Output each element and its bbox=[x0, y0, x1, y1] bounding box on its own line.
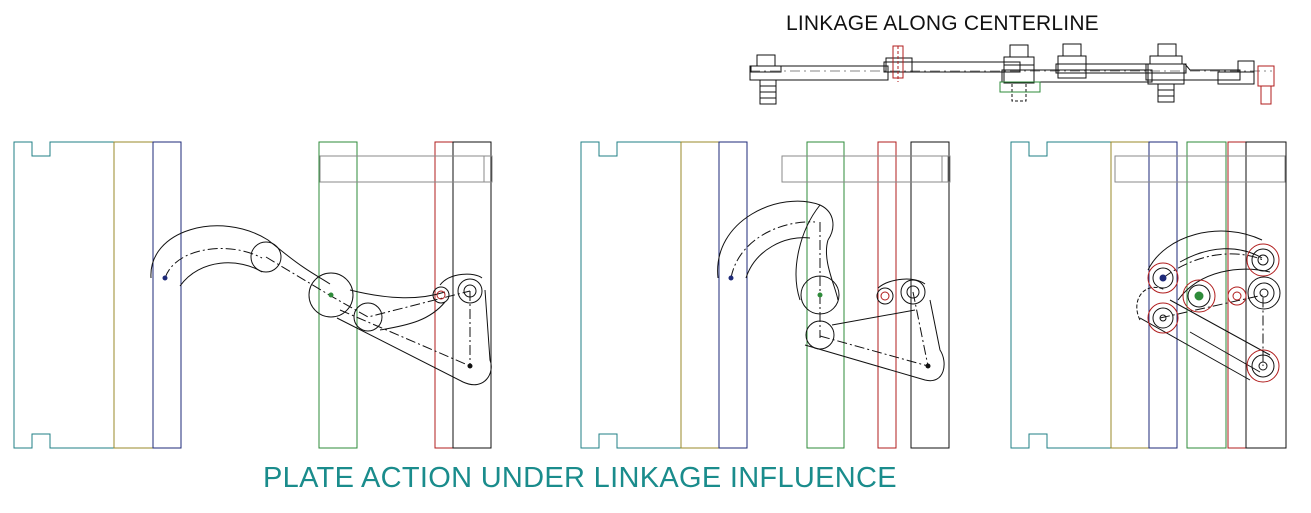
plates bbox=[13, 141, 493, 449]
plate-olive bbox=[113, 141, 154, 449]
base-plate bbox=[13, 141, 115, 449]
plate-view-mid bbox=[580, 141, 951, 449]
pin-green bbox=[328, 292, 334, 298]
plate-red bbox=[877, 141, 897, 449]
pin-navy bbox=[728, 275, 734, 281]
plate-navy bbox=[1148, 141, 1178, 449]
bolt-3 bbox=[999, 44, 1041, 102]
base-plate bbox=[1010, 141, 1112, 449]
link-bar-4 bbox=[1055, 63, 1187, 74]
pivot-main bbox=[308, 272, 354, 318]
pin-center bbox=[1182, 279, 1216, 313]
pin-left-lower bbox=[1147, 302, 1179, 334]
guide-rail bbox=[319, 155, 493, 183]
link-bar-6 bbox=[1217, 71, 1255, 85]
base-plate bbox=[580, 141, 682, 449]
plate-black bbox=[910, 141, 950, 449]
linkage-centerline-title: LINKAGE ALONG CENTERLINE bbox=[786, 12, 1099, 35]
plates bbox=[1010, 141, 1287, 449]
bolt-5 bbox=[1147, 43, 1185, 103]
linkage-closed bbox=[1136, 230, 1281, 383]
link-bar-1 bbox=[749, 65, 889, 81]
plate-olive bbox=[680, 141, 720, 449]
pin-left-upper bbox=[1147, 262, 1179, 294]
pin-bottom-right bbox=[1246, 349, 1280, 383]
plate-view-closed bbox=[1010, 141, 1287, 449]
guide-rail bbox=[781, 155, 949, 183]
bolt-6 bbox=[1237, 60, 1275, 105]
plate-red bbox=[1227, 141, 1247, 449]
pin-red-small bbox=[1227, 286, 1247, 306]
plates bbox=[580, 141, 951, 449]
guide-rail bbox=[1114, 155, 1286, 183]
linkage-mid bbox=[717, 200, 945, 382]
plate-green bbox=[318, 141, 358, 449]
linkage-open bbox=[150, 225, 492, 385]
plate-green bbox=[806, 141, 845, 449]
linkage-side-view bbox=[749, 43, 1275, 105]
plate-navy bbox=[152, 141, 182, 449]
bolt-1 bbox=[750, 54, 782, 105]
link-bar-3 bbox=[1001, 69, 1153, 83]
pin-right-mid bbox=[1247, 276, 1281, 310]
link-bar-2 bbox=[883, 61, 1021, 73]
plate-navy bbox=[718, 141, 748, 449]
bolt-4 bbox=[1057, 43, 1087, 79]
pin-navy bbox=[162, 275, 168, 281]
link-bar-5 bbox=[1145, 63, 1241, 81]
plate-action-title: PLATE ACTION UNDER LINKAGE INFLUENCE bbox=[263, 462, 897, 494]
plate-olive bbox=[1110, 141, 1150, 449]
plate-view-open bbox=[13, 141, 493, 449]
plate-red bbox=[434, 141, 454, 449]
plate-green bbox=[1186, 141, 1227, 449]
bolt-2 bbox=[885, 45, 913, 82]
pin-green bbox=[817, 292, 823, 298]
pin-top-right bbox=[1246, 243, 1280, 277]
